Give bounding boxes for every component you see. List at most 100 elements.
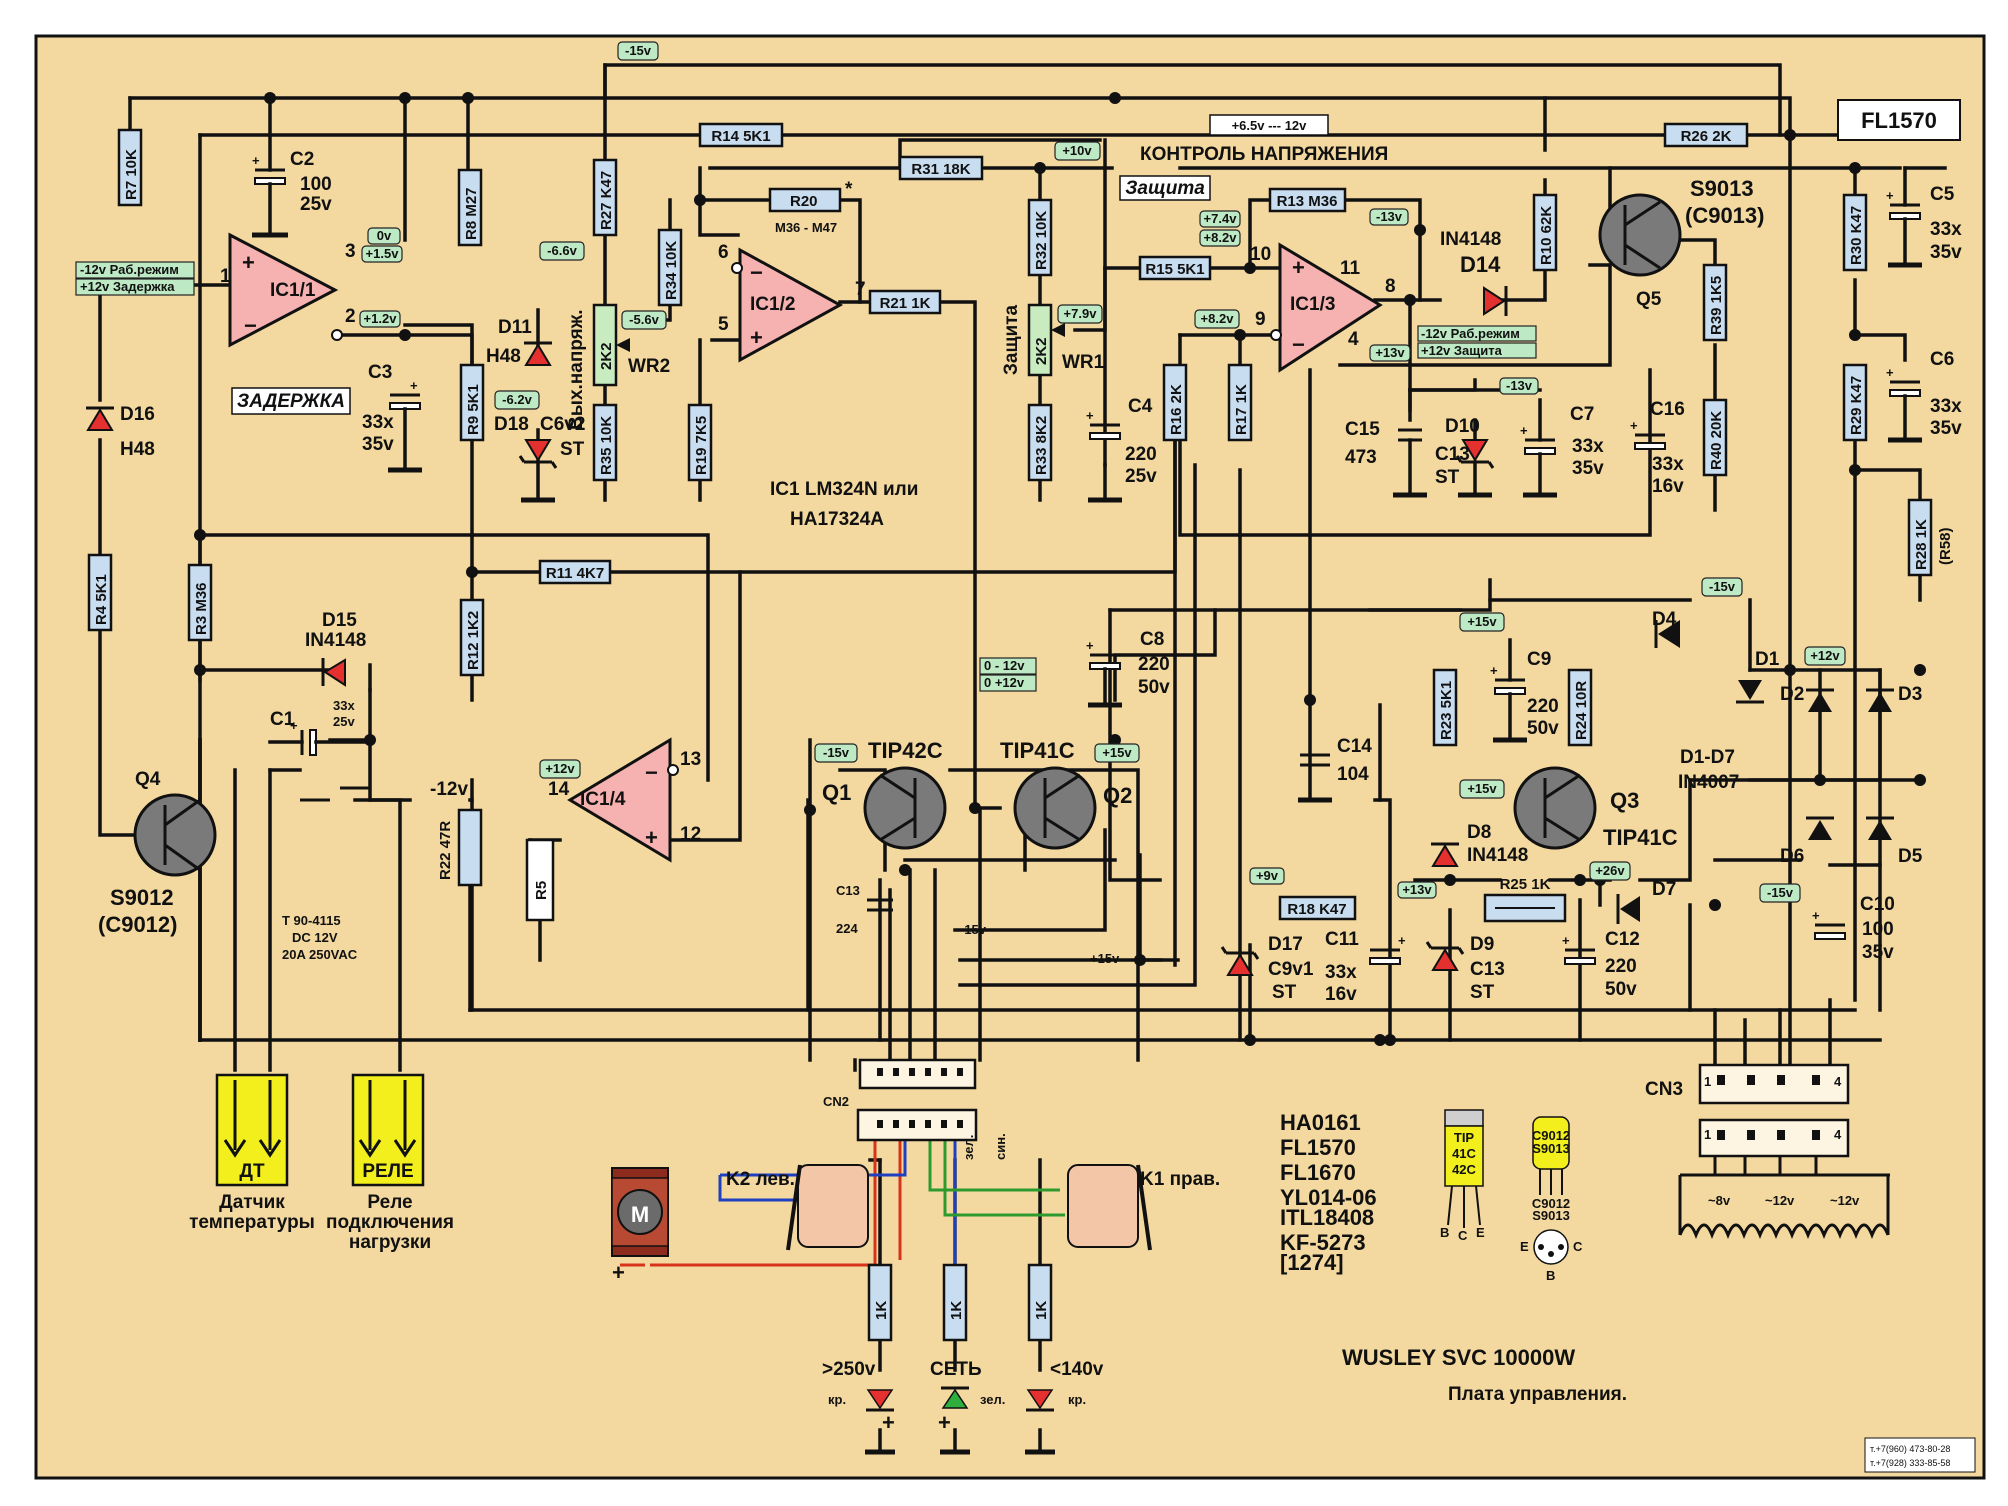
svg-text:C9012: C9012 (1532, 1196, 1570, 1211)
resistor-r15: R15 5K1 (1138, 255, 1212, 281)
resistor-r23: R23 5K1 (1432, 668, 1458, 747)
svg-text:R34 10K: R34 10K (663, 241, 680, 300)
resistor-r27: R27 K47 (592, 158, 618, 237)
svg-text:C7: C7 (1570, 404, 1594, 425)
svg-text:C6v2: C6v2 (540, 414, 585, 435)
svg-text:3: 3 (345, 241, 356, 262)
svg-text:+: + (252, 153, 260, 168)
svg-text:R21 1K: R21 1K (880, 295, 931, 312)
svg-text:R10 62K: R10 62K (1538, 206, 1555, 265)
svg-text:100: 100 (300, 174, 332, 195)
led-under-voltage: <140v кр. (1025, 1359, 1104, 1455)
svg-text:C: C (1573, 1239, 1583, 1254)
svg-text:+12v Задержка: +12v Задержка (80, 279, 175, 294)
svg-text:+: + (1630, 418, 1638, 433)
svg-text:R11 4K7: R11 4K7 (546, 565, 604, 582)
svg-text:E: E (1520, 1239, 1529, 1254)
svg-text:4: 4 (1834, 1074, 1842, 1089)
svg-text:R12 1K2: R12 1K2 (465, 611, 482, 670)
svg-text:IN4148: IN4148 (305, 630, 366, 651)
svg-text:D11: D11 (498, 317, 532, 338)
svg-text:-12v Раб.режим: -12v Раб.режим (1421, 326, 1520, 341)
pot-wr2[interactable]: 2K2 WR2 Вых.напряж. (566, 303, 670, 430)
svg-text:C14: C14 (1337, 736, 1372, 757)
resistor-r33: R33 8K2 (1027, 403, 1053, 482)
svg-text:TIP: TIP (1454, 1130, 1475, 1145)
svg-text:R7 10K: R7 10K (123, 149, 140, 200)
svg-text:Вых.напряж.: Вых.напряж. (566, 309, 587, 430)
resistor-r22: R22 47R (437, 808, 483, 887)
svg-text:C9012: C9012 (1532, 1128, 1570, 1143)
svg-text:R35 10K: R35 10K (598, 416, 615, 475)
resistor-r21: R21 1K (868, 289, 942, 315)
svg-text:D1: D1 (1755, 649, 1780, 670)
pot-wr1[interactable]: 2K2 WR1 Защита (1001, 303, 1105, 377)
resistor-r32: R32 10K (1027, 198, 1053, 277)
svg-text:+: + (1886, 365, 1894, 380)
models-list: HA0161 FL1570 FL1670 YL014-06 ITL18408 K… (1280, 1110, 1377, 1275)
svg-text:2K2: 2K2 (1033, 337, 1050, 365)
svg-text:104: 104 (1337, 764, 1369, 785)
svg-text:D2: D2 (1780, 684, 1804, 705)
svg-text:-15v: -15v (1767, 885, 1794, 900)
svg-text:16v: 16v (1325, 984, 1357, 1005)
contacts-box: т.+7(960) 473-80-28 т.+7(928) 333-85-58 (1864, 1437, 1976, 1473)
svg-text:42C: 42C (1452, 1162, 1476, 1177)
svg-text:-12v: -12v (430, 779, 468, 800)
svg-text:FL1570: FL1570 (1280, 1135, 1356, 1160)
svg-text:+: + (1812, 908, 1820, 923)
resistor-r13: R13 M36 (1268, 187, 1347, 213)
svg-text:1K: 1K (873, 1301, 890, 1320)
svg-text:-6.6v: -6.6v (547, 243, 577, 258)
svg-text:кр.: кр. (828, 1392, 846, 1407)
svg-text:H48: H48 (120, 439, 155, 460)
svg-text:+12v Защита: +12v Защита (1421, 343, 1503, 358)
connector-cn2: CN2 (823, 1058, 978, 1142)
svg-text:ST: ST (1272, 982, 1297, 1003)
svg-text:R8 M27: R8 M27 (463, 187, 480, 240)
svg-text:+8.2v: +8.2v (1204, 230, 1238, 245)
svg-text:+: + (1086, 638, 1094, 653)
svg-text:25v: 25v (1125, 466, 1157, 487)
svg-text:TIP41C: TIP41C (1000, 738, 1075, 763)
svg-text:+: + (1520, 423, 1528, 438)
svg-text:35v: 35v (1930, 242, 1962, 263)
svg-text:C16: C16 (1650, 399, 1685, 420)
svg-text:R33 8K2: R33 8K2 (1033, 416, 1050, 475)
resistor-r3: R3 M36 (187, 563, 213, 642)
svg-text:+: + (410, 378, 418, 393)
switch-k1: K1 прав. (1067, 1164, 1220, 1251)
svg-text:ST: ST (1470, 982, 1495, 1003)
svg-text:D14: D14 (1460, 252, 1501, 277)
svg-text:+15v: +15v (1102, 745, 1132, 760)
ic1-name-line2: HA17324A (790, 509, 884, 530)
svg-text:Q4: Q4 (135, 769, 161, 790)
svg-text:220: 220 (1125, 444, 1157, 465)
svg-text:16v: 16v (1652, 476, 1684, 497)
svg-text:R40 20K: R40 20K (1708, 411, 1725, 470)
svg-text:D3: D3 (1898, 684, 1922, 705)
svg-text:+1.5v: +1.5v (366, 246, 400, 261)
delay-box: ЗАДЕРЖКА (231, 387, 351, 415)
svg-text:т.+7(928) 333-85-58: т.+7(928) 333-85-58 (1870, 1458, 1950, 1468)
svg-text:R5: R5 (533, 881, 550, 900)
svg-text:Q3: Q3 (1610, 788, 1639, 813)
svg-text:-6.2v: -6.2v (502, 392, 532, 407)
svg-text:S9013: S9013 (1532, 1208, 1570, 1223)
svg-text:IC1/2: IC1/2 (750, 294, 795, 315)
svg-text:2K2: 2K2 (598, 342, 615, 370)
svg-text:TIP41C: TIP41C (1603, 825, 1678, 850)
svg-text:Защита: Защита (1125, 178, 1205, 199)
svg-text:HA0161: HA0161 (1280, 1110, 1361, 1135)
resistor-1k-left: 1K (867, 1263, 893, 1342)
svg-text:33x: 33x (1930, 396, 1962, 417)
svg-text:WR2: WR2 (628, 356, 670, 377)
